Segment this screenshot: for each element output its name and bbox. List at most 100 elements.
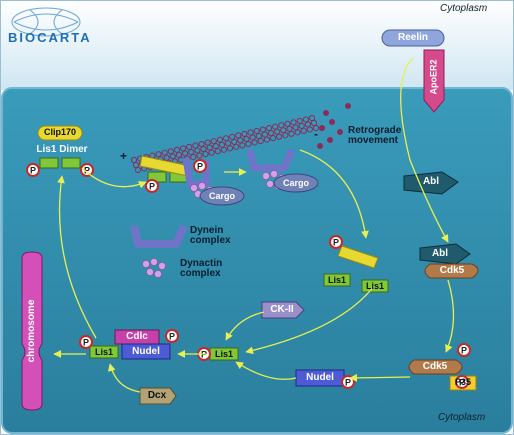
tubulin-bead <box>237 137 244 144</box>
tubulin-bead <box>233 143 240 150</box>
tubulin-bead <box>261 131 268 138</box>
tubulin-bead <box>247 129 254 136</box>
tubulin-bead <box>253 127 260 135</box>
apoer2-receptor <box>423 49 445 113</box>
tubulin-bead <box>243 135 250 143</box>
tubulin-bead <box>257 137 264 145</box>
tubulin-bead <box>130 156 138 164</box>
tubulin-bead <box>272 123 279 130</box>
nudel-left-node <box>121 343 171 360</box>
cargo-b-label: Cargo <box>282 178 309 188</box>
p35-label: P35 <box>454 377 471 387</box>
lis1-dimer-label: Lis1 Dimer <box>36 144 88 155</box>
tubulin-bead <box>206 144 213 151</box>
tubulin-bead <box>204 139 211 146</box>
tubulin-bead <box>186 143 193 151</box>
tubulin-bead <box>259 126 266 133</box>
tubulin-bead <box>173 146 181 153</box>
arrow-cdk5-nudel <box>349 373 411 382</box>
plus-end-label: + <box>120 149 128 163</box>
chromosome-shape <box>21 251 43 411</box>
biocarta-logo-text: BIOCARTA <box>8 30 92 45</box>
tubulin-bead <box>282 132 289 139</box>
tubulin-bead <box>216 136 224 143</box>
tubulin-bead <box>302 116 309 123</box>
tubulin-bead <box>274 128 281 135</box>
tubulin-bead <box>269 135 277 142</box>
phospho-marker <box>80 163 94 177</box>
tubulin-bead <box>188 148 195 156</box>
cargo-a-label: Cargo <box>208 191 235 201</box>
dynein-legend-label: Dynein complex <box>190 225 231 246</box>
dynein-motor-2 <box>246 148 296 172</box>
phospho-label: P <box>459 378 465 388</box>
tubulin-bead <box>214 148 221 155</box>
apoer2-label: ApoER2 <box>428 59 439 95</box>
phospho-label: P <box>345 378 351 388</box>
tubulin-fragments <box>317 103 351 149</box>
tubulin-bead <box>263 136 270 143</box>
phospho-marker <box>79 335 93 349</box>
tubulin-bead <box>306 126 313 133</box>
tubulin-bead <box>218 141 226 148</box>
tubulin-bead <box>190 153 197 161</box>
nudel-right-label: Nudel <box>306 372 334 383</box>
tubulin-bead <box>196 152 203 159</box>
retrograde-label: Retrograde movement <box>348 125 402 146</box>
tubulin-bead <box>278 122 285 129</box>
tubulin-bead <box>200 145 207 153</box>
tubulin-bead <box>175 151 183 158</box>
arrow-complex-lis1dimer <box>57 175 97 339</box>
tubulin-bead <box>304 121 311 128</box>
phospho-marker <box>193 159 207 173</box>
tubulin-bead <box>239 142 246 149</box>
lis1-right-a-node <box>323 273 351 287</box>
dynactin-legend-label: Dynactin complex <box>180 258 223 279</box>
phospho-marker <box>26 163 40 177</box>
biocarta-logo-icon <box>11 7 81 37</box>
clip170-label: Clip170 <box>43 127 76 137</box>
phospho-label: P <box>84 166 90 176</box>
tubulin-bead <box>208 149 215 156</box>
phospho-label: P <box>30 166 36 176</box>
tubulin-bead <box>312 124 320 132</box>
nudel-left-label: Nudel <box>132 346 160 357</box>
lis1-dimer-right <box>61 157 81 169</box>
ck-ii-label: CK-II <box>270 304 294 315</box>
bottom-cytoplasm-label: Cytoplasm <box>438 412 486 423</box>
chromosome-label: chromosome <box>26 299 37 363</box>
phospho-marker <box>165 329 179 343</box>
cdk5-low-label: Cdk5 <box>422 361 448 372</box>
cargo-2 <box>273 173 319 193</box>
phospho-label: P <box>83 338 89 348</box>
phospho-marker <box>455 375 469 389</box>
abl-lower-label: Abl <box>431 248 449 259</box>
arrow-ckii-lis1 <box>225 311 265 341</box>
tubulin-bead <box>276 133 283 140</box>
tubulin-bead <box>255 132 262 140</box>
dynein-motor-1 <box>182 157 210 188</box>
tubulin-bead <box>182 150 189 157</box>
arrow-reelin-abl <box>400 57 449 243</box>
tubulin-bead <box>235 132 242 139</box>
tubulin-bead <box>298 122 305 129</box>
legend-dynein-icon <box>130 224 188 248</box>
tubulin-bead <box>132 161 140 169</box>
tubulin-bead <box>192 142 199 149</box>
tubulin-bead <box>284 120 291 127</box>
microtubule <box>130 114 320 174</box>
tubulin-bead <box>267 130 275 137</box>
arrows <box>53 57 455 393</box>
lis1-dimer-left <box>39 157 59 169</box>
arrow-dimer-mt <box>81 167 147 189</box>
abl-lower-node <box>419 243 471 265</box>
reelin-label: Reelin <box>397 32 428 43</box>
cdlc-label: Cdlc <box>126 331 148 342</box>
arrow-mt-lis1right <box>299 149 369 239</box>
clip-right <box>337 245 379 269</box>
tubulin-bead <box>286 125 293 132</box>
tubulin-bead <box>229 133 236 140</box>
tubulin-bead <box>294 129 301 136</box>
